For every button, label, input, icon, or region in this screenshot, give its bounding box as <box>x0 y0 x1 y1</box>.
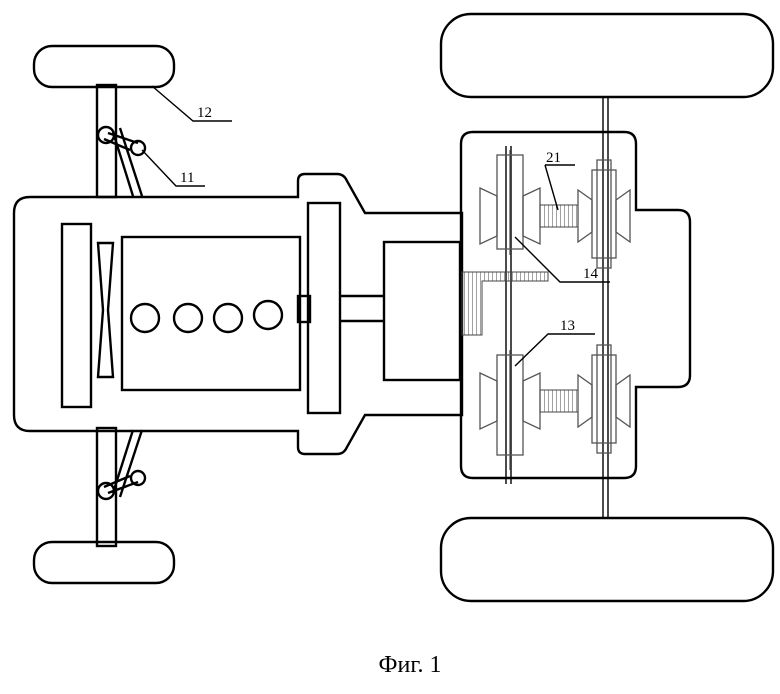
chassis-outline <box>14 174 462 454</box>
front-axle <box>97 85 116 546</box>
steering-linkage-top <box>98 127 145 196</box>
front-wheel-top <box>34 46 174 87</box>
label-13: 13 <box>560 318 575 334</box>
drive-shaft <box>340 296 384 321</box>
fan-icon <box>98 243 113 377</box>
rear-wheel-bottom <box>441 518 773 601</box>
engine-block <box>122 237 300 390</box>
gearbox-housing <box>308 203 340 413</box>
rear-frame <box>461 132 690 478</box>
label-14: 14 <box>583 266 599 282</box>
label-21: 21 <box>546 150 561 166</box>
label-11: 11 <box>180 170 194 186</box>
transfer-box <box>384 242 460 380</box>
figure-caption: Фиг. 1 <box>379 652 442 678</box>
radiator <box>62 224 91 407</box>
engine-cylinders <box>131 301 282 332</box>
label-12: 12 <box>197 105 212 121</box>
rear-wheel-top <box>441 14 773 97</box>
bevel-gear-drive <box>462 272 548 335</box>
steering-linkage-bottom <box>98 430 145 499</box>
front-wheel-bottom <box>34 542 174 583</box>
